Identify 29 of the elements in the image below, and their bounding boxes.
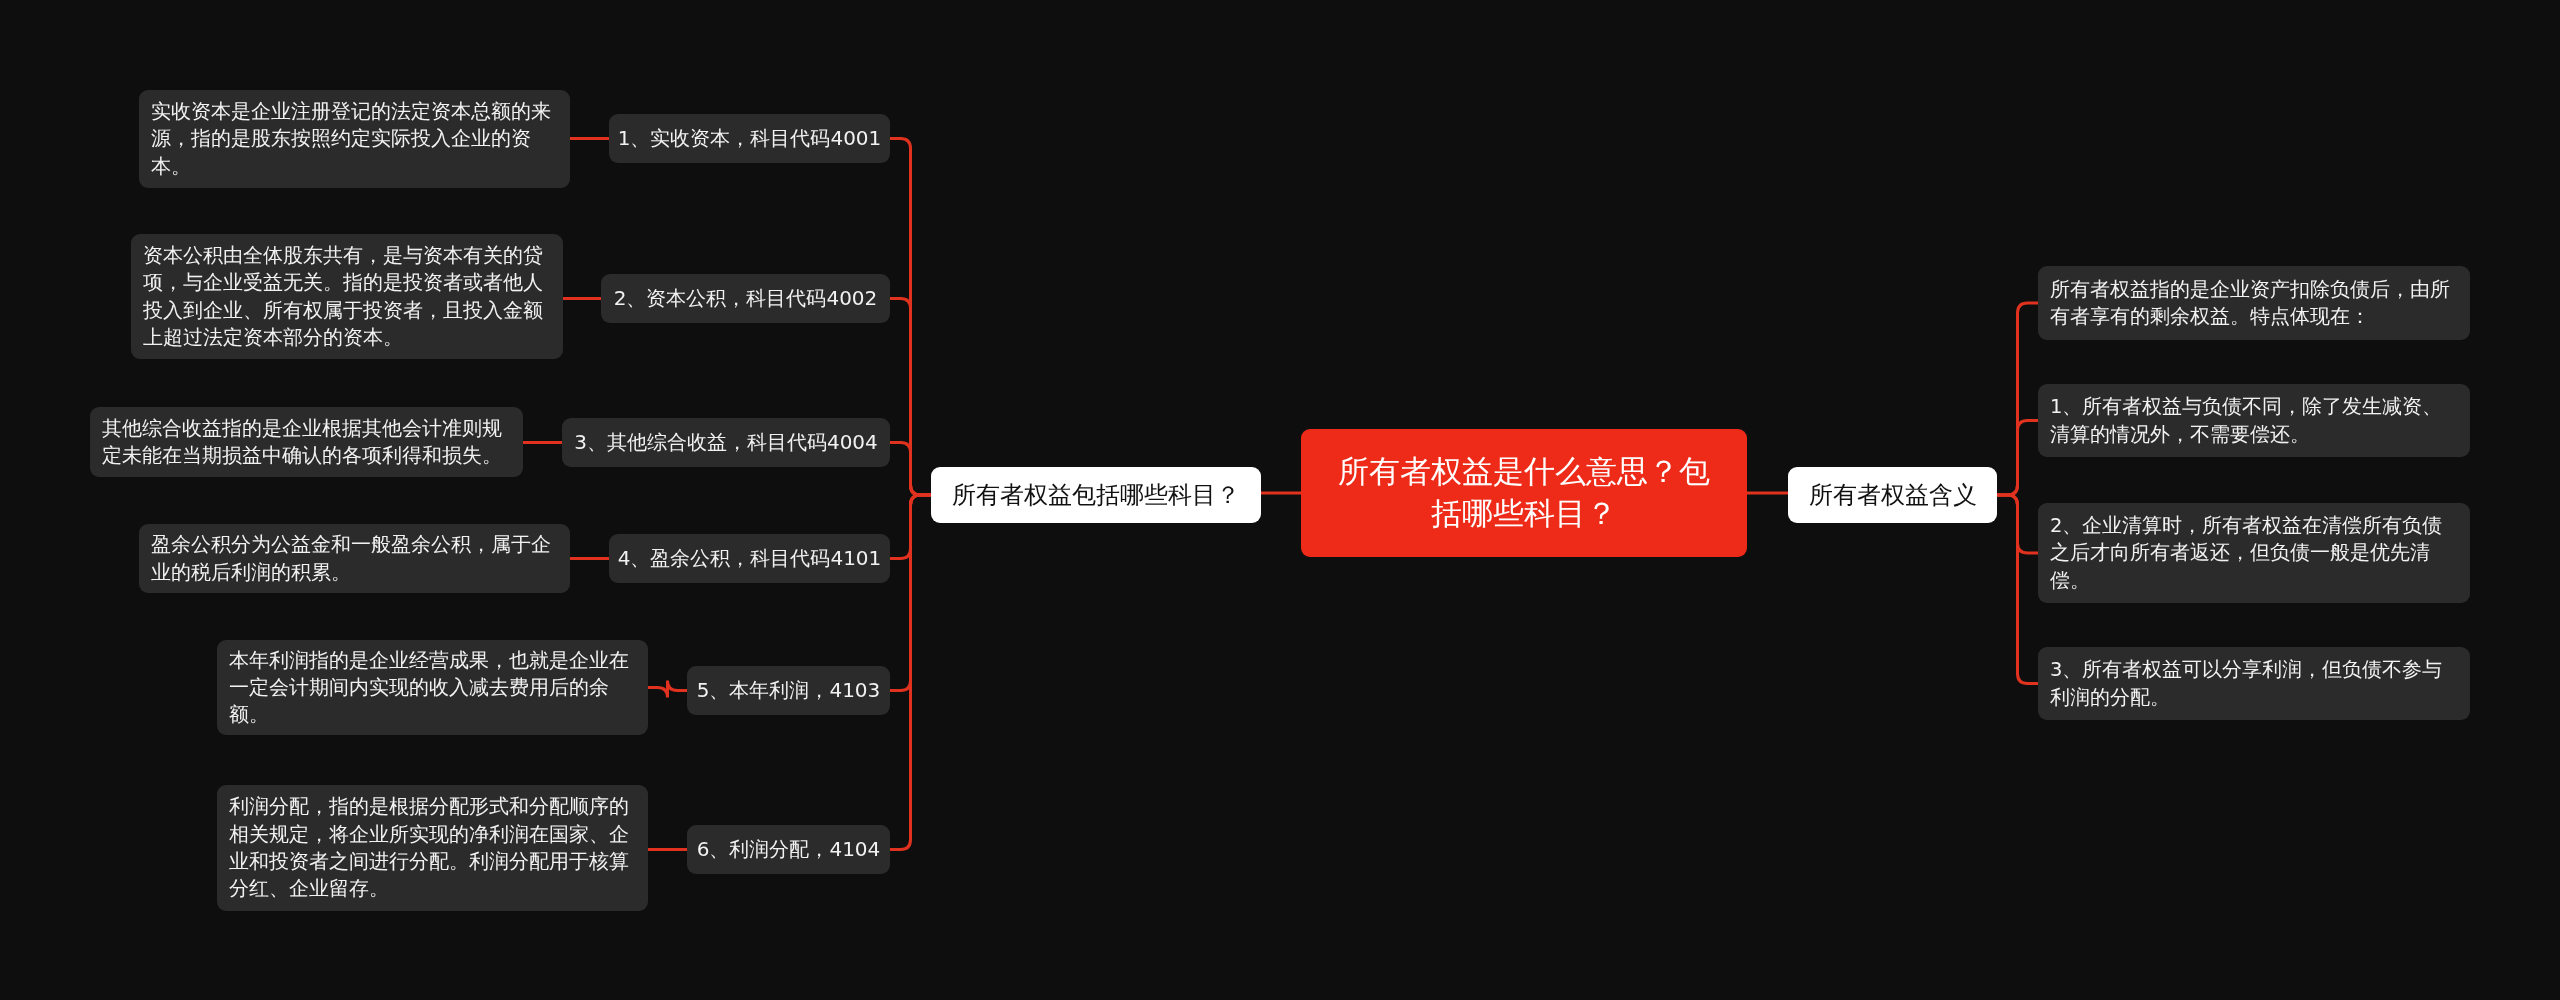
note-box: 利润分配，指的是根据分配形式和分配顺序的相关规定，将企业所实现的净利润在国家、企业和投资者之间进行分配。利润分配用于核算分红、企业留存。 bbox=[217, 785, 648, 911]
note-box: 实收资本是企业注册登记的法定资本总额的来源，指的是股东按照约定实际投入企业的资本。 bbox=[139, 90, 570, 188]
connector-line bbox=[890, 493, 931, 851]
subtopic-box: 2、资本公积，科目代码4002 bbox=[601, 274, 890, 323]
connector-line bbox=[1261, 491, 1301, 495]
subtopic-box: 3、其他综合收益，科目代码4004 bbox=[562, 418, 890, 467]
topic-box: 所有者权益含义 bbox=[1788, 467, 1997, 523]
connector-line bbox=[523, 441, 562, 444]
connector-line bbox=[570, 557, 609, 560]
connector-line bbox=[563, 297, 601, 300]
connector-line bbox=[648, 848, 687, 851]
note-box: 盈余公积分为公益金和一般盈余公积，属于企业的税后利润的积累。 bbox=[139, 524, 570, 593]
topic-box: 所有者权益包括哪些科目？ bbox=[931, 467, 1261, 523]
note-box: 本年利润指的是企业经营成果，也就是企业在一定会计期间内实现的收入减去费用后的余额。 bbox=[217, 640, 648, 735]
note-box: 2、企业清算时，所有者权益在清偿所有负债之后才向所有者返还，但负债一般是优先清偿。 bbox=[2038, 503, 2470, 603]
subtopic-box: 1、实收资本，科目代码4001 bbox=[609, 114, 890, 163]
connector-line bbox=[1747, 491, 1788, 495]
central-topic-box: 所有者权益是什么意思？包括哪些科目？ bbox=[1301, 429, 1747, 557]
connector-line bbox=[648, 679, 687, 699]
subtopic-box: 6、利润分配，4104 bbox=[687, 825, 890, 874]
note-box: 其他综合收益指的是企业根据其他会计准则规定未能在当期损益中确认的各项利得和损失。 bbox=[90, 407, 523, 477]
note-box: 所有者权益指的是企业资产扣除负债后，由所有者享有的剩余权益。特点体现在： bbox=[2038, 266, 2470, 340]
subtopic-box: 5、本年利润，4103 bbox=[687, 666, 890, 715]
connector-line bbox=[1997, 493, 2038, 685]
note-box: 3、所有者权益可以分享利润，但负债不参与利润的分配。 bbox=[2038, 647, 2470, 720]
connector-line bbox=[570, 137, 609, 140]
note-box: 资本公积由全体股东共有，是与资本有关的贷项，与企业受益无关。指的是投资者或者他人投入到企业、所有权属于投资者，且投入金额上超过法定资本部分的资本。 bbox=[131, 234, 563, 359]
note-box: 1、所有者权益与负债不同，除了发生减资、清算的情况外，不需要偿还。 bbox=[2038, 384, 2470, 457]
subtopic-box: 4、盈余公积，科目代码4101 bbox=[609, 534, 890, 583]
